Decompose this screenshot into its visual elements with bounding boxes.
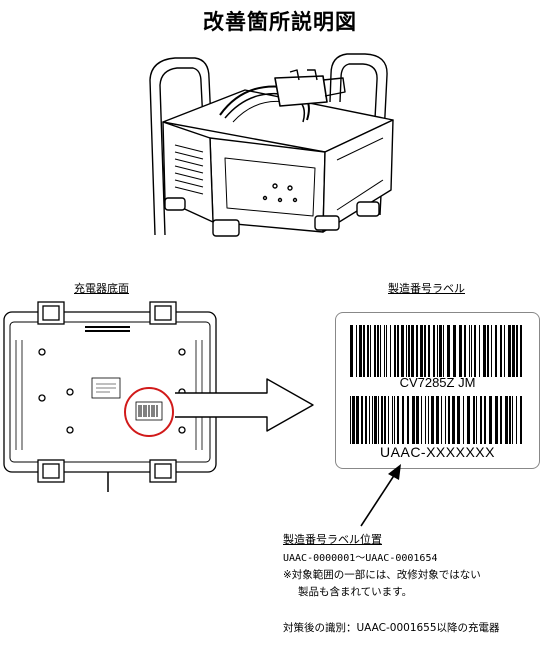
identification-text: 対策後の識別：UAAC-0001655以降の充電器	[283, 622, 500, 634]
bottom-view-label: 充電器底面	[74, 282, 129, 295]
note-line-2: 製品も含まれています。	[298, 586, 413, 598]
barcode-2-text: UAAC-XXXXXXX	[380, 444, 495, 460]
serial-range: UAAC-0000001～UAAC-0001654	[283, 553, 438, 564]
page-title: 改善箇所説明図	[203, 10, 357, 34]
barcode-2	[350, 396, 525, 444]
charger-illustration	[149, 53, 394, 237]
label-position-heading: 製造番号ラベル位置	[283, 533, 382, 546]
charger-bottom-view	[3, 301, 217, 492]
pointer-arrow	[175, 378, 314, 432]
highlight-circle	[124, 387, 174, 437]
barcode-1-text: CV7285Z JM	[399, 375, 476, 390]
serial-label-heading: 製造番号ラベル	[388, 282, 465, 295]
label-position-arrow	[360, 464, 401, 527]
barcode-1	[350, 325, 525, 377]
serial-label-card: CV7285Z JM UAAC-XXXXXXX	[335, 312, 540, 469]
note-line-1: ※対象範囲の一部には、改修対象ではない	[283, 569, 481, 581]
